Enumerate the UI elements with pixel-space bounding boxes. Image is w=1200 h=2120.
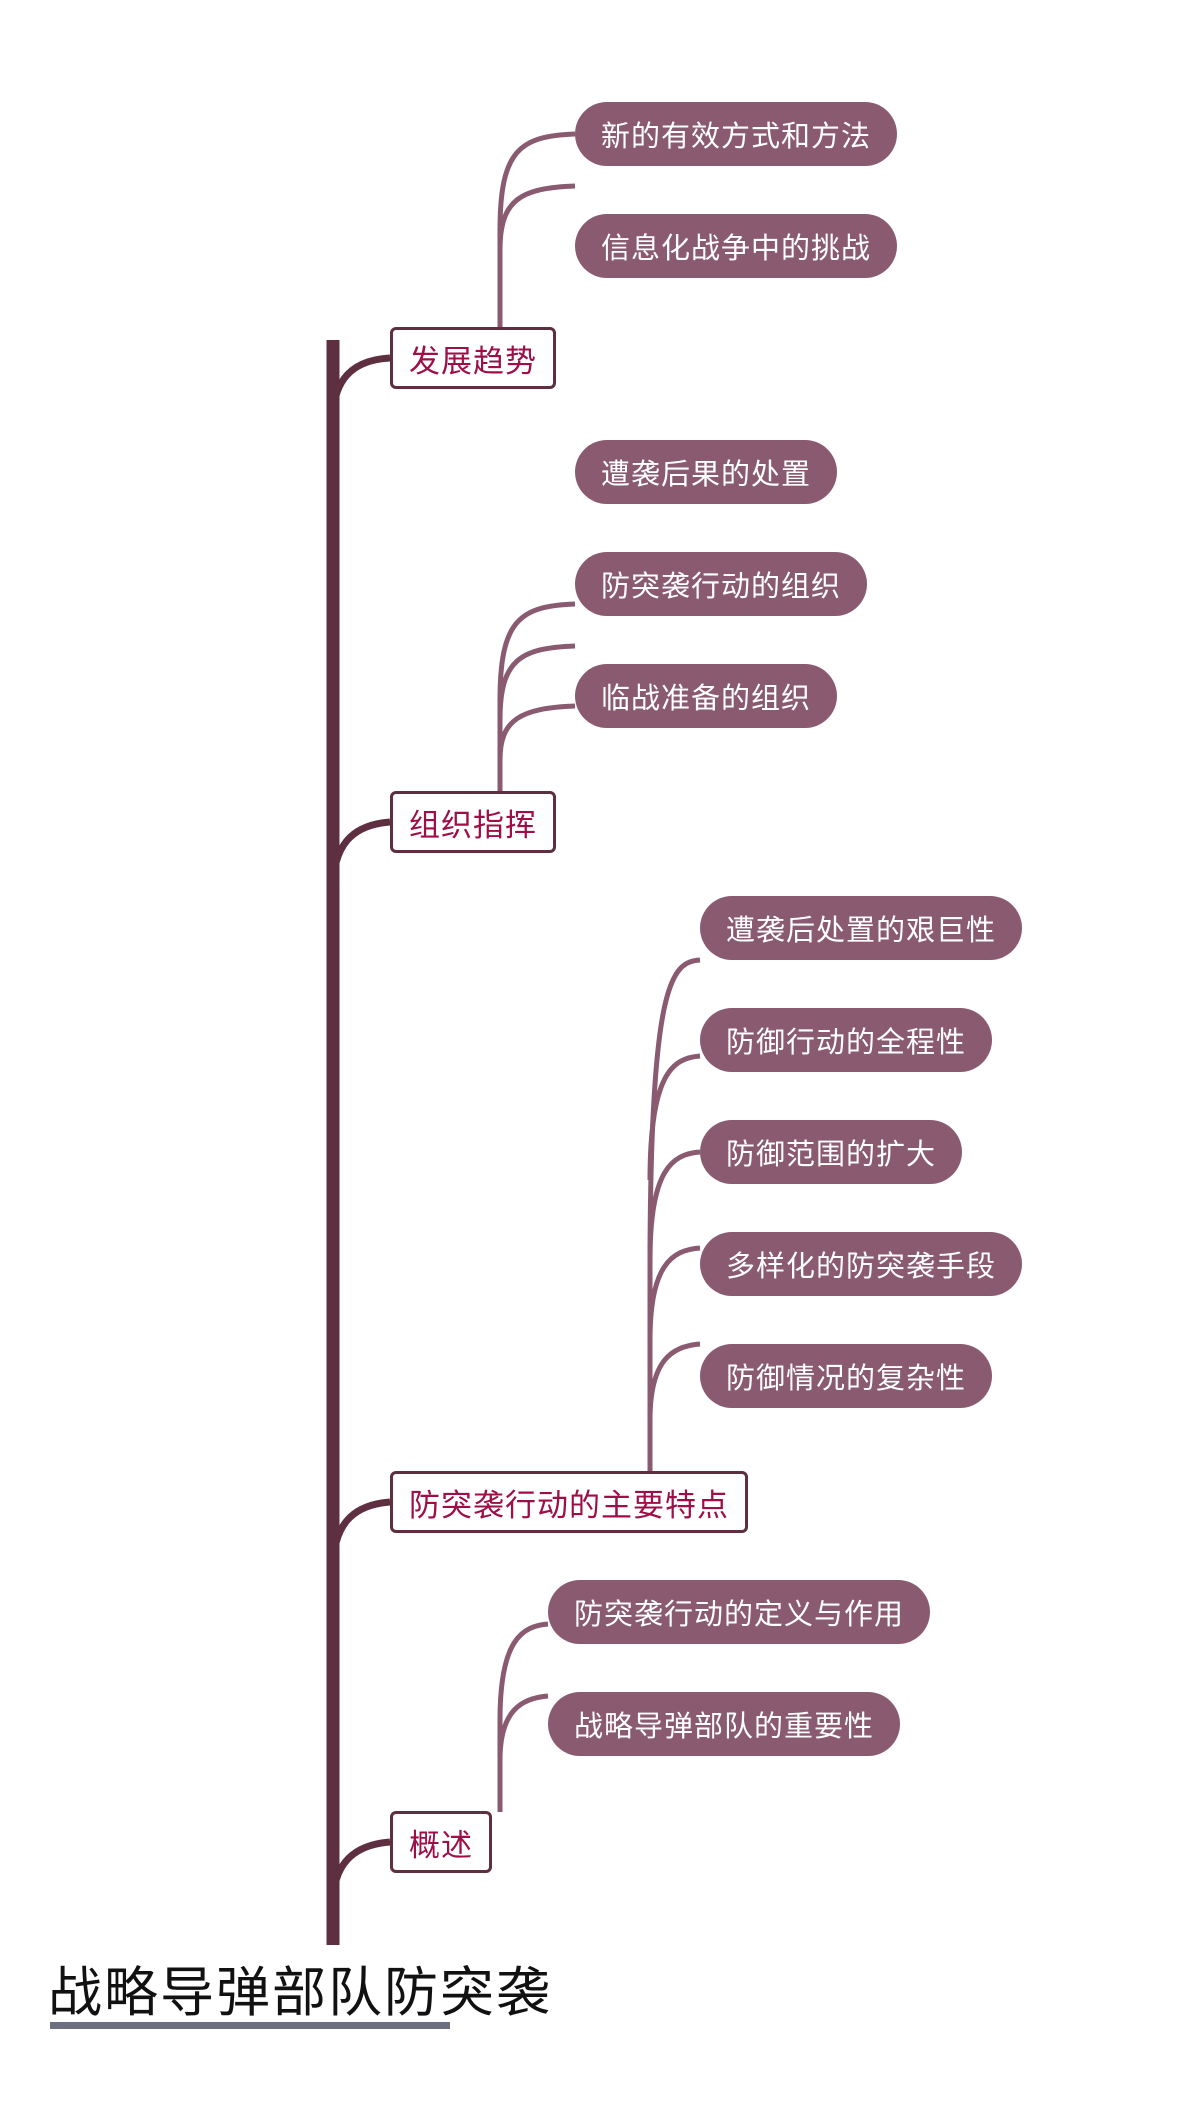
leaf-node[interactable]: 防御情况的复杂性 — [700, 1344, 993, 1408]
subtrunk-development-trend — [497, 131, 576, 330]
leaf-node[interactable]: 多样化的防突袭手段 — [700, 1232, 1023, 1296]
subtrunk-organization-command — [497, 601, 576, 792]
connector-overview-leaf-2 — [497, 1693, 549, 1761]
connector-dev-leaf-1 — [497, 183, 576, 251]
connector-trunk-to-overview — [329, 1838, 391, 1906]
subtrunk-overview — [497, 1621, 549, 1812]
connector-trunk-to-main-features — [329, 1498, 391, 1571]
connector-trunk-to-organization-command — [329, 818, 391, 891]
leaf-label: 信息化战争中的挑战 — [601, 233, 872, 265]
connector-org-leaf-2 — [497, 643, 576, 721]
leaf-node[interactable]: 战略导弹部队的重要性 — [548, 1692, 901, 1756]
branch-label: 概述 — [409, 1827, 473, 1863]
leaf-node[interactable]: 防御范围的扩大 — [700, 1120, 963, 1184]
branch-node-overview[interactable]: 概述 — [390, 1811, 492, 1873]
leaf-node[interactable]: 遭袭后处置的艰巨性 — [700, 896, 1023, 960]
leaf-label: 防御行动的全程性 — [726, 1027, 967, 1059]
leaf-label: 战略导弹部队的重要性 — [574, 1711, 875, 1743]
root-title-underline — [50, 2022, 450, 2029]
connector-trunk-to-development-trend — [329, 354, 391, 421]
leaf-label: 防御情况的复杂性 — [726, 1363, 967, 1395]
leaf-label: 临战准备的组织 — [601, 683, 812, 715]
branch-label: 发展趋势 — [409, 343, 537, 379]
root-title: 战略导弹部队防突袭 — [48, 1963, 552, 2023]
leaf-label: 防御范围的扩大 — [726, 1139, 937, 1171]
connector-feat-leaf-5 — [647, 1341, 701, 1421]
branch-node-organization-command[interactable]: 组织指挥 — [390, 791, 556, 853]
leaf-node[interactable]: 防突袭行动的组织 — [575, 552, 868, 616]
branch-label: 防突袭行动的主要特点 — [409, 1487, 729, 1523]
leaf-label: 防突袭行动的定义与作用 — [574, 1599, 905, 1631]
connector-org-leaf-3 — [497, 703, 576, 761]
leaf-label: 多样化的防突袭手段 — [726, 1251, 997, 1283]
leaf-node[interactable]: 新的有效方式和方法 — [575, 102, 898, 166]
leaf-node[interactable]: 遭袭后果的处置 — [575, 440, 838, 504]
leaf-node[interactable]: 防御行动的全程性 — [700, 1008, 993, 1072]
branch-node-main-features[interactable]: 防突袭行动的主要特点 — [390, 1471, 748, 1533]
leaf-node[interactable]: 防突袭行动的定义与作用 — [548, 1580, 931, 1644]
leaf-node[interactable]: 临战准备的组织 — [575, 664, 838, 728]
branch-label: 组织指挥 — [409, 807, 537, 843]
subtrunk-main-features — [647, 957, 701, 1472]
leaf-node[interactable]: 信息化战争中的挑战 — [575, 214, 898, 278]
connector-feat-leaf-4 — [647, 1245, 701, 1341]
connector-feat-leaf-3 — [647, 1149, 701, 1261]
leaf-label: 遭袭后处置的艰巨性 — [726, 915, 997, 947]
leaf-label: 新的有效方式和方法 — [601, 121, 872, 153]
connector-feat-leaf-2 — [647, 1053, 701, 1181]
leaf-label: 遭袭后果的处置 — [601, 459, 812, 491]
branch-node-development-trend[interactable]: 发展趋势 — [390, 327, 556, 389]
leaf-label: 防突袭行动的组织 — [601, 571, 842, 603]
